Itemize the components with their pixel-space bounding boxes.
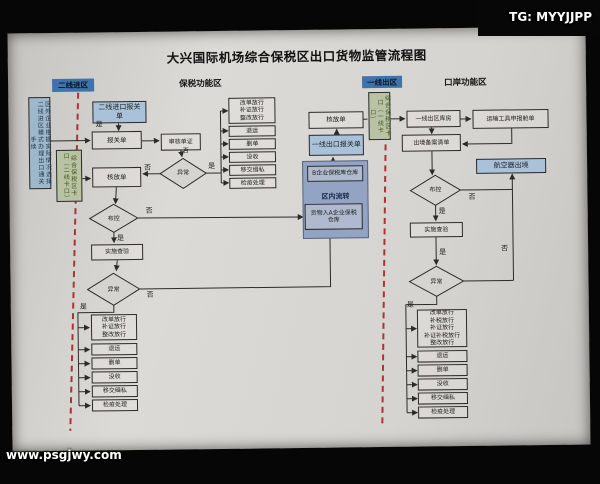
treatment-left-antismuggling: 移交缉私 xyxy=(92,385,138,398)
treatment-left-return: 退运 xyxy=(91,343,137,356)
treatment-left-confiscate: 没收 xyxy=(92,371,138,384)
risk-control-diamond-left-label: 布控 xyxy=(100,213,128,222)
inspection-box-left: 实施查验 xyxy=(91,244,143,261)
branch-label-yes: 是 xyxy=(439,247,446,257)
exit-warehouse-box: 一线出区库房 xyxy=(406,110,460,128)
branch-label-no: 否 xyxy=(146,206,153,216)
treatment-upper-return: 退运 xyxy=(229,125,276,137)
abnormal-diamond-top-label: 异常 xyxy=(169,167,197,176)
branch-label-no: 否 xyxy=(147,290,154,300)
treatment-upper-delete: 删单 xyxy=(229,138,276,150)
treatment-left-delete: 删单 xyxy=(91,357,137,370)
line1-export-declaration-box: 一线出口报关单 xyxy=(309,134,364,156)
abnormal-diamond-bottomleft-label: 异常 xyxy=(100,284,128,293)
exit-list-box: 出境备案清单 xyxy=(402,134,461,152)
manifest-box: 运输工具申报舱单 xyxy=(472,109,548,129)
branch-label-no: 否 xyxy=(183,145,189,154)
review-documents-box: 审核单证 xyxy=(161,133,201,150)
website-watermark-text: www.psgjwy.com xyxy=(6,448,122,462)
branch-label-yes: 是 xyxy=(96,119,103,129)
release-form-box-middle: 核放单 xyxy=(308,111,363,129)
branch-label-no: 否 xyxy=(468,192,475,202)
zone-badge-line1-exit: 一线出区 xyxy=(362,76,402,88)
gate-box-line2: 综合保税区卡口（二线卡口） xyxy=(56,150,83,202)
treatment-right-confiscate: 没收 xyxy=(418,378,468,391)
treatment-right-antismuggling: 移交缉私 xyxy=(418,392,468,405)
treatment-upper-confiscate: 没收 xyxy=(229,151,276,163)
side-note-box: 区外企业根据实际情况选择二线进区模式办理出口通关手续 xyxy=(28,97,51,189)
treatment-upper-release-variants: 改单放行 补证放行 整改放行 xyxy=(228,97,275,124)
treatment-right-delete: 删单 xyxy=(418,364,468,377)
transfer-panel-label: 区内流转 xyxy=(315,191,355,203)
inspection-box-right: 实施查验 xyxy=(410,222,463,238)
treatment-right-release-variants: 改单放行 补税放行 补证放行 补证补税放行 整改放行 xyxy=(417,309,467,348)
abnormal-diamond-right-label: 异常 xyxy=(422,276,450,285)
treatment-right-quarantine: 检疫处理 xyxy=(418,406,468,419)
aircraft-exit-box: 航空器出境 xyxy=(476,158,546,174)
branch-label-no: 否 xyxy=(144,163,151,173)
branch-label-yes: 是 xyxy=(208,161,215,171)
zone-header-port: 口岸功能区 xyxy=(444,76,487,89)
warehouse-b-box: B企业保税库仓库 xyxy=(307,165,363,182)
page-title: 大兴国际机场综合保税区出口货物监管流程图 xyxy=(166,44,428,66)
risk-control-diamond-right-label: 布控 xyxy=(421,184,449,193)
treatment-left-release-variants: 改单放行 补证放行 整改放行 xyxy=(91,314,137,341)
gate-box-line1: 综合保税区卡口（一线卡口） xyxy=(368,92,391,140)
branch-label-yes: 是 xyxy=(439,206,446,216)
release-form-box-left: 核放单 xyxy=(92,167,141,188)
branch-label-yes: 是 xyxy=(80,302,87,312)
branch-label-yes: 是 xyxy=(407,300,414,310)
treatment-upper-quarantine: 检疫处理 xyxy=(229,177,276,189)
treatment-right-return: 退运 xyxy=(417,350,467,363)
branch-label-no: 否 xyxy=(501,243,508,253)
branch-label-yes: 是 xyxy=(117,233,124,243)
zone-header-bonded: 保税功能区 xyxy=(179,77,222,90)
treatment-upper-antismuggling: 移交缉私 xyxy=(229,164,276,176)
declaration-box: 报关单 xyxy=(92,131,142,150)
zone-badge-line2-entry: 二线进区 xyxy=(52,79,94,93)
treatment-left-quarantine: 检疫处理 xyxy=(92,399,138,412)
warehouse-a-box: 货物入A企业保税仓库 xyxy=(305,203,363,230)
telegram-watermark-text: TG: MYYJJPP xyxy=(509,10,592,24)
